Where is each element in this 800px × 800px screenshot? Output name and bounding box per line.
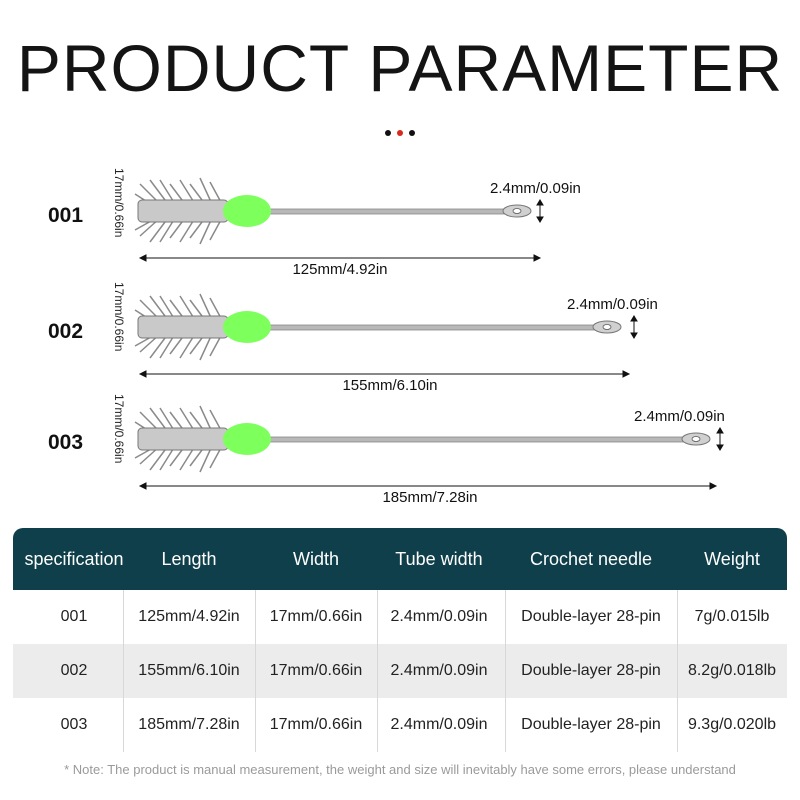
cell-spec: 003 (60, 716, 88, 733)
cell-spec: 002 (60, 662, 88, 679)
tube-width-label: 2.4mm/0.09in (490, 180, 581, 197)
cell-width: 17mm/0.66in (269, 662, 363, 679)
dimension-lines (138, 427, 724, 490)
cell-width: 17mm/0.66in (269, 716, 363, 733)
footnote: * Note: The product is manual measuremen… (64, 762, 736, 777)
cell-spec: 001 (60, 608, 88, 625)
table-row: 003 185mm/7.28in 17mm/0.66in 2.4mm/0.09i… (13, 698, 787, 752)
length-label: 155mm/6.10in (342, 377, 438, 394)
tube-width-label: 2.4mm/0.09in (634, 408, 725, 425)
product-code: 001 (48, 204, 84, 227)
cell-length: 185mm/7.28in (138, 716, 240, 733)
cell-tube-width: 2.4mm/0.09in (390, 662, 488, 679)
header-tube-width: Tube width (395, 549, 483, 569)
header-length: Length (161, 549, 217, 569)
cell-tube-width: 2.4mm/0.09in (390, 716, 488, 733)
dot (409, 129, 415, 136)
header-width: Width (292, 549, 339, 569)
cell-length: 155mm/6.10in (138, 662, 240, 679)
cell-length: 125mm/4.92in (138, 608, 240, 625)
dimension-lines (138, 315, 638, 378)
lure-illustration (134, 405, 724, 490)
product-001: 001 17mm/0.66in 2.4mm/0.09in 125mm/4.92i… (0, 160, 800, 280)
table-row: 001 125mm/4.92in 17mm/0.66in 2.4mm/0.09i… (13, 590, 787, 644)
column-divider (255, 590, 256, 752)
column-divider (505, 590, 506, 752)
cell-crochet-needle: Double-layer 28-pin (521, 716, 661, 733)
cell-tube-width: 2.4mm/0.09in (390, 608, 488, 625)
cell-weight: 8.2g/0.018lb (687, 662, 777, 679)
product-code: 003 (48, 431, 84, 454)
header-specification: specification (24, 549, 124, 569)
product-002: 002 17mm/0.66in 2.4mm/0.09in 155mm/6.10i… (0, 276, 800, 396)
dot (385, 129, 391, 136)
dot-red (397, 129, 403, 136)
product-code: 002 (48, 320, 84, 343)
squid-hook-illustration (134, 293, 622, 361)
lure-illustration (134, 293, 638, 378)
page-title: PRODUCT PARAMETER (16, 31, 784, 105)
header-weight: Weight (704, 549, 760, 569)
product-003: 003 17mm/0.66in 2.4mm/0.09in 185mm/7.28i… (0, 388, 800, 508)
length-label: 185mm/7.28in (382, 489, 478, 506)
cell-weight: 9.3g/0.020lb (687, 716, 777, 733)
squid-hook-illustration (134, 177, 532, 245)
table-header: specification Length Width Tube width Cr… (13, 528, 787, 590)
spec-table: specification Length Width Tube width Cr… (13, 528, 787, 752)
length-label: 125mm/4.92in (292, 261, 388, 278)
table-row: 002 155mm/6.10in 17mm/0.66in 2.4mm/0.09i… (13, 644, 787, 698)
dimension-lines (138, 199, 544, 262)
cell-crochet-needle: Double-layer 28-pin (521, 662, 661, 679)
cell-weight: 7g/0.015lb (694, 608, 770, 625)
header-crochet-needle: Crochet needle (529, 549, 653, 569)
cell-crochet-needle: Double-layer 28-pin (521, 608, 661, 625)
column-divider (123, 590, 124, 752)
tube-width-label: 2.4mm/0.09in (567, 296, 658, 313)
column-divider (377, 590, 378, 752)
decorative-dots (0, 124, 800, 136)
squid-hook-illustration (134, 405, 711, 473)
column-divider (677, 590, 678, 752)
lure-illustration (134, 177, 544, 262)
cell-width: 17mm/0.66in (269, 608, 363, 625)
